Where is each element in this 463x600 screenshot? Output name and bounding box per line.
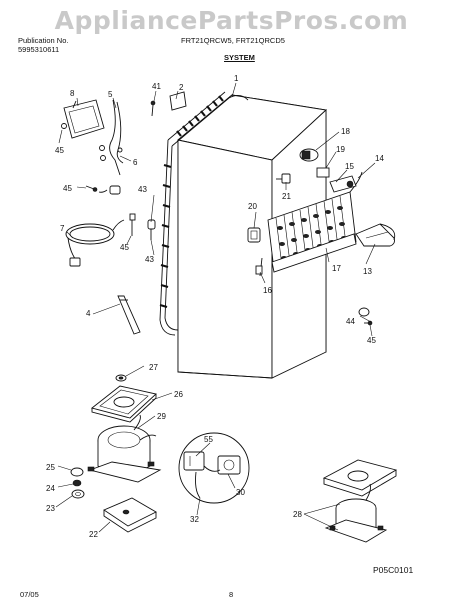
- callout-14: 14: [375, 154, 384, 163]
- callout-4: 4: [86, 309, 91, 318]
- wiring-harness: [98, 99, 124, 195]
- callout-45a: 45: [55, 146, 64, 155]
- callout-13: 13: [363, 267, 372, 276]
- callout-21: 21: [282, 192, 291, 201]
- revision-date: 07/05: [20, 590, 39, 599]
- callout-25: 25: [46, 463, 55, 472]
- parts-23-24-25: [70, 467, 85, 499]
- relay-detail-circle: [178, 432, 250, 504]
- callout-2: 2: [179, 83, 184, 92]
- callout-27: 27: [149, 363, 158, 372]
- callout-45c: 45: [120, 243, 129, 252]
- callout-1: 1: [234, 74, 239, 83]
- part-26-drain-pan: [91, 385, 157, 423]
- parts-44-45-right: [358, 307, 373, 326]
- callout-19: 19: [336, 145, 345, 154]
- callout-16: 16: [263, 286, 272, 295]
- section-title: SYSTEM: [224, 53, 255, 62]
- callout-22: 22: [89, 530, 98, 539]
- callout-55: 55: [204, 435, 213, 444]
- part-2-bracket: [150, 91, 187, 117]
- callout-41: 41: [152, 82, 161, 91]
- model-numbers: FRT21QRCW5, FRT21QRCD5: [181, 36, 285, 45]
- callout-15: 15: [345, 162, 354, 171]
- callout-28: 28: [293, 510, 302, 519]
- callout-23: 23: [46, 504, 55, 513]
- callout-29: 29: [157, 412, 166, 421]
- callout-labels: 1 2 4 5 6 7 8 13 14 15 16 17 18 19 20 21…: [46, 74, 384, 539]
- callout-8: 8: [70, 89, 75, 98]
- publication-number: 5995310611: [18, 45, 60, 54]
- callout-5: 5: [108, 90, 113, 99]
- diagram-code: P05C0101: [373, 565, 414, 575]
- part-13-drain-tube: [355, 223, 396, 247]
- leader-lines: [55, 82, 376, 533]
- part-7-power-cord: [65, 219, 125, 267]
- callout-6: 6: [133, 158, 138, 167]
- watermark: AppliancePartsPros.com: [54, 6, 409, 35]
- callout-44: 44: [346, 317, 355, 326]
- callout-45d: 45: [367, 336, 376, 345]
- callout-43a: 43: [138, 185, 147, 194]
- callout-7: 7: [60, 224, 65, 233]
- parts-15-18-19: [299, 148, 357, 193]
- clip-parts-43-45: [129, 213, 156, 240]
- part-14-evaporator: [267, 171, 363, 273]
- part-29-compressor: [87, 414, 162, 483]
- part-20: [247, 227, 261, 243]
- callout-20: 20: [248, 202, 257, 211]
- part-22-bracket: [103, 497, 157, 533]
- part-8-panel: [61, 99, 105, 139]
- callout-32: 32: [190, 515, 199, 524]
- publication-label: Publication No.: [18, 36, 69, 45]
- part-21: [276, 173, 291, 184]
- callout-43b: 43: [145, 255, 154, 264]
- part-27-grommet: [115, 374, 127, 382]
- page-number: 8: [229, 590, 234, 599]
- callout-26: 26: [174, 390, 183, 399]
- condenser-loop: [159, 91, 249, 336]
- callout-17: 17: [332, 264, 341, 273]
- callout-45b: 45: [63, 184, 72, 193]
- part-4-bracket: [117, 295, 141, 335]
- screw-45-left: [85, 185, 98, 192]
- callout-24: 24: [46, 484, 55, 493]
- callout-18: 18: [341, 127, 350, 136]
- part-28-compressor-assembly: [322, 459, 398, 543]
- callout-30: 30: [236, 488, 245, 497]
